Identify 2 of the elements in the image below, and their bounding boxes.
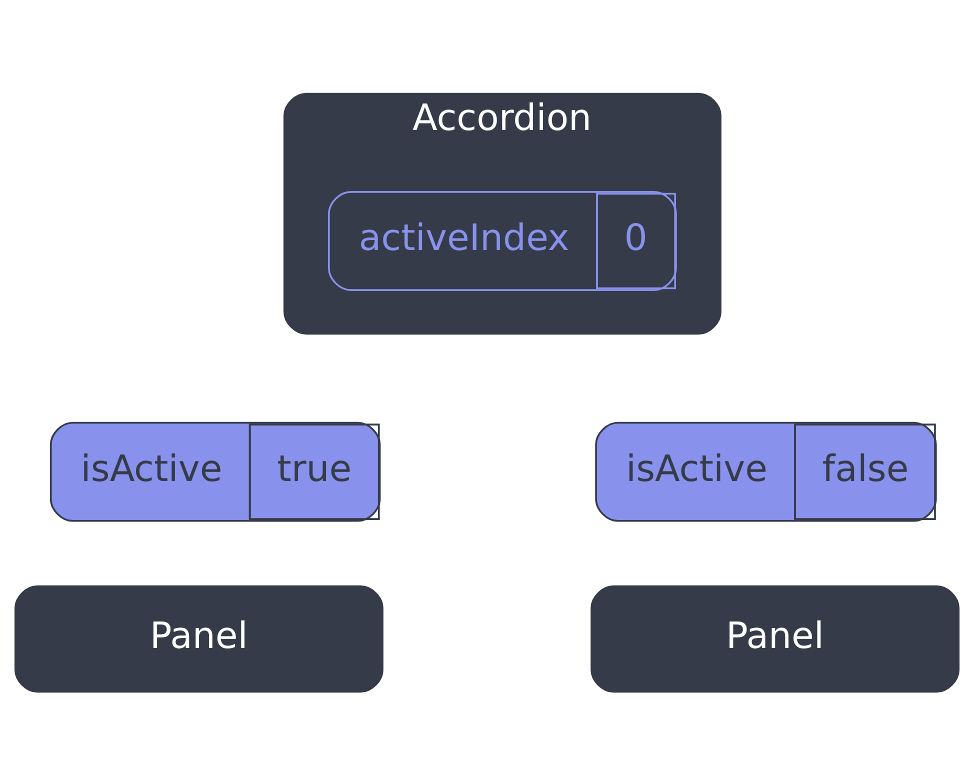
node-box: Panel <box>590 584 960 692</box>
node-box: Panel <box>14 584 384 692</box>
